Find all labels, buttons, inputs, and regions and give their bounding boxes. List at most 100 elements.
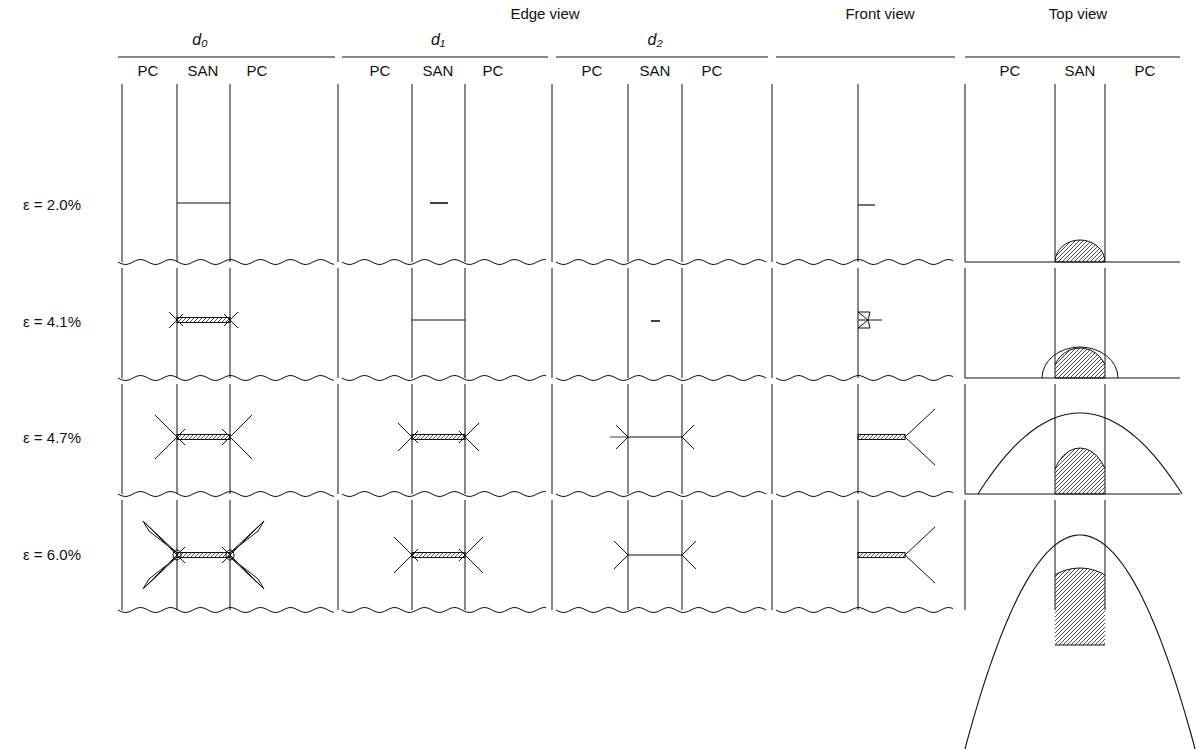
crack-branch xyxy=(614,541,628,555)
crack-branch xyxy=(905,437,935,465)
crack xyxy=(628,554,682,555)
header-rule xyxy=(776,57,955,58)
shear-band xyxy=(398,423,418,443)
crack-tip xyxy=(173,550,181,560)
column-line xyxy=(552,384,553,494)
break-line xyxy=(342,376,546,381)
crack-band xyxy=(412,435,465,440)
column-line xyxy=(122,84,123,262)
column-line xyxy=(338,500,339,610)
material-label: SAN xyxy=(423,63,454,80)
view-heading: Top view xyxy=(1049,6,1107,23)
column-line xyxy=(965,268,966,378)
crack-tip xyxy=(226,550,234,560)
break-line xyxy=(118,492,334,497)
column-line xyxy=(965,500,966,610)
break-line xyxy=(342,608,546,613)
shear-band xyxy=(222,429,252,459)
crack-branch xyxy=(905,527,935,555)
crack xyxy=(430,202,448,204)
break-line xyxy=(776,608,953,613)
shear-band xyxy=(394,537,418,561)
column-line xyxy=(1105,268,1106,378)
shear-band xyxy=(224,314,238,328)
crack-branch xyxy=(682,555,696,569)
crack-front xyxy=(1055,568,1105,645)
column-line xyxy=(772,500,773,610)
crack xyxy=(412,319,465,320)
shear-band xyxy=(146,547,185,586)
column-line xyxy=(552,500,553,610)
column-line xyxy=(552,268,553,378)
material-label: PC xyxy=(138,63,159,80)
column-line xyxy=(230,84,231,262)
material-label: SAN xyxy=(1065,63,1096,80)
crack-band xyxy=(177,553,230,558)
column-line xyxy=(1055,84,1056,262)
crack-branch xyxy=(682,541,696,555)
header-rule xyxy=(556,57,768,58)
crack-band xyxy=(858,435,905,440)
break-line xyxy=(556,376,766,381)
shear-band xyxy=(459,537,483,561)
header-rule xyxy=(965,57,1180,58)
crack-band xyxy=(412,553,465,558)
strain-label: ε = 2.0% xyxy=(23,197,81,214)
break-line xyxy=(776,492,953,497)
break-line xyxy=(556,492,766,497)
shear-band xyxy=(459,423,479,443)
crack-branch xyxy=(616,437,628,449)
crack xyxy=(177,202,230,203)
column-line xyxy=(122,268,123,378)
crack-band xyxy=(858,553,905,558)
shear-band xyxy=(169,314,183,328)
drawing xyxy=(118,57,1196,749)
material-label: PC xyxy=(1000,63,1021,80)
column-line xyxy=(628,84,629,262)
crack xyxy=(610,437,628,438)
strain-label: ε = 4.1% xyxy=(23,314,81,331)
distance-label: d₁ xyxy=(431,31,445,49)
craze-front xyxy=(962,535,1196,749)
column-line xyxy=(965,384,966,494)
crack-front xyxy=(1055,240,1105,262)
shear-band xyxy=(222,524,261,563)
break-line xyxy=(556,260,766,265)
crack-branch xyxy=(682,437,694,449)
distance-label: d₂ xyxy=(648,31,663,49)
strain-label: ε = 6.0% xyxy=(23,547,81,564)
shear-band xyxy=(459,431,479,451)
column-line xyxy=(465,268,466,378)
material-label: PC xyxy=(702,63,723,80)
column-line xyxy=(1055,268,1056,378)
break-line xyxy=(118,376,334,381)
crack-band xyxy=(177,318,230,323)
shear-band xyxy=(146,524,185,563)
distance-label: d₀ xyxy=(192,31,208,49)
column-line xyxy=(338,384,339,494)
crack xyxy=(651,320,660,322)
craze-front xyxy=(978,413,1182,494)
crack-front xyxy=(1055,348,1105,378)
break-line xyxy=(342,492,546,497)
crack-front xyxy=(1055,448,1105,494)
header-rule xyxy=(342,57,548,58)
material-label: PC xyxy=(483,63,504,80)
column-line xyxy=(628,384,629,494)
column-line xyxy=(122,500,123,610)
break-line xyxy=(556,608,766,613)
break-line xyxy=(342,260,546,265)
column-line xyxy=(177,84,178,262)
column-line xyxy=(338,268,339,378)
strain-label: ε = 4.7% xyxy=(23,430,81,447)
header-rule xyxy=(118,57,335,58)
crack-band xyxy=(177,435,230,440)
shear-band xyxy=(155,429,185,459)
craze-symbol xyxy=(858,312,882,328)
column-line xyxy=(1105,84,1106,262)
crack-branch xyxy=(614,555,628,569)
column-line xyxy=(858,84,859,262)
shear-band xyxy=(394,549,418,573)
view-heading: Front view xyxy=(845,6,914,23)
